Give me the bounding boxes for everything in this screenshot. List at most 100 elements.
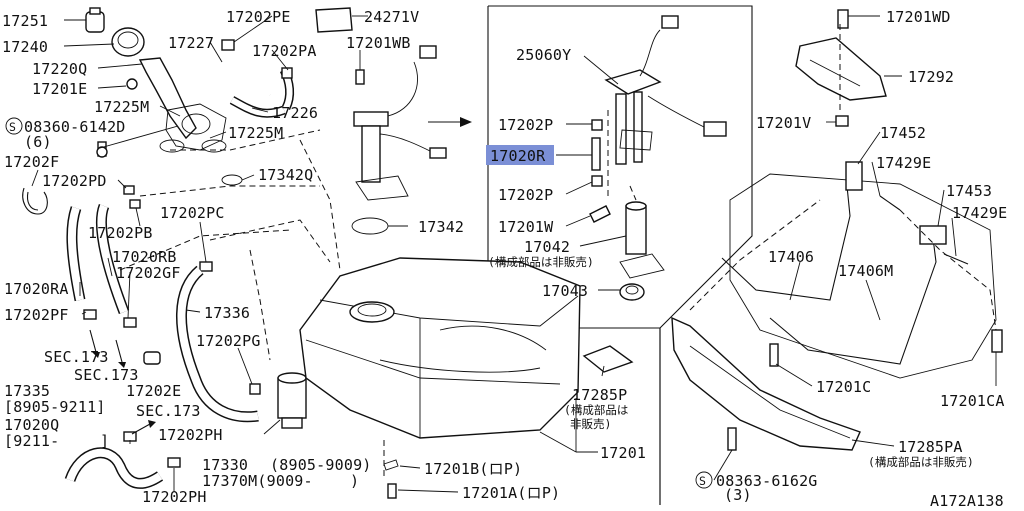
- label-17202P-b: 17202P: [498, 186, 553, 204]
- label-17226: 17226: [272, 104, 318, 122]
- label-17406M: 17406M: [838, 262, 893, 280]
- label-sec173-b: SEC.173: [74, 366, 139, 384]
- clamp-17202PD: [123, 185, 135, 195]
- label-17336: 17336: [204, 304, 250, 322]
- svg-text:S: S: [9, 120, 16, 134]
- highlight-17020R: [486, 145, 554, 165]
- label-17042-note: (構成部品は非販売): [488, 255, 594, 269]
- label-17370M: 17370M(9009-: [202, 472, 313, 490]
- tank-outline-right: [729, 173, 997, 379]
- label-17429E-b: 17429E: [952, 204, 1007, 222]
- label-17285P: 17285P: [572, 386, 627, 404]
- filler-cap-17251: [85, 7, 105, 33]
- bolt-17201C: [769, 343, 779, 367]
- hose-17336: [176, 265, 259, 423]
- protector-17292: [795, 37, 887, 101]
- label-08360-qty: (6): [24, 133, 52, 151]
- gasket-17342: [351, 217, 389, 235]
- label-17201C: 17201C: [816, 378, 871, 396]
- label-17225M-a: 17225M: [94, 98, 149, 116]
- bracket-17453: [919, 225, 947, 245]
- s-symbol-08363: S: [695, 471, 713, 489]
- label-17285P-note2: 非販売): [570, 417, 611, 431]
- bolt-17201A: [387, 483, 397, 499]
- label-17043: 17043: [542, 282, 588, 300]
- callout-labels: 17251 17240 17220Q 17201E 17225M 08360-6…: [2, 8, 1007, 510]
- label-17227: 17227: [168, 34, 214, 52]
- sender-unit-17201WB: [353, 45, 447, 201]
- clamp-17202PB: [129, 199, 141, 209]
- ring-17342Q: [221, 174, 243, 186]
- bolt-17201W: [589, 205, 611, 223]
- strap-17406M: [769, 229, 937, 365]
- label-17202PG: 17202PG: [196, 332, 261, 350]
- label-08363-qty: (3): [724, 486, 752, 504]
- screw-08360: [96, 141, 108, 158]
- label-17285P-note1: (構成部品は: [564, 403, 628, 417]
- hose-17020RA: [66, 206, 86, 302]
- label-9211-end: ]: [100, 432, 109, 450]
- clamp-17202F: [22, 187, 48, 215]
- label-17020Q: 17020Q: [4, 416, 59, 434]
- pad-17285P: [582, 345, 634, 373]
- label-17453: 17453: [946, 182, 992, 200]
- label-17042: 17042: [524, 238, 570, 256]
- label-08363: 08363-6162G: [716, 472, 818, 490]
- label-17201CA: 17201CA: [940, 392, 1005, 410]
- clip-17201E: [126, 78, 138, 90]
- filler-cap-17240: [111, 27, 145, 57]
- label-17201WD: 17201WD: [886, 8, 951, 26]
- label-17251: 17251: [2, 12, 48, 30]
- label-25060Y: 25060Y: [516, 46, 571, 64]
- clamp-17202PG: [249, 383, 261, 395]
- protector-17285PA: [671, 316, 861, 451]
- label-17452: 17452: [880, 124, 926, 142]
- label-17201V: 17201V: [756, 114, 811, 132]
- label-17202PC: 17202PC: [160, 204, 225, 222]
- hose-17227: [217, 48, 272, 98]
- label-08360: 08360-6142D: [24, 118, 126, 136]
- label-17406: 17406: [768, 248, 814, 266]
- label-17020R: 17020R: [490, 147, 546, 165]
- label-8905-9211: [8905-9211]: [4, 398, 106, 416]
- label-17202PH-b: 17202PH: [142, 488, 207, 506]
- nut-17201V: [835, 115, 849, 127]
- label-17202F: 17202F: [4, 153, 59, 171]
- tube-17020R: [591, 137, 601, 171]
- label-17342Q: 17342Q: [258, 166, 313, 184]
- label-17285PA-note: (構成部品は非販売): [868, 455, 974, 469]
- label-17202GF: 17202GF: [116, 264, 181, 282]
- label-17020RA: 17020RA: [4, 280, 69, 298]
- label-17285PA: 17285PA: [898, 438, 963, 456]
- label-17202PH-a: 17202PH: [158, 426, 223, 444]
- label-17201W: 17201W: [498, 218, 554, 236]
- label-sec173-c: SEC.173: [136, 402, 201, 420]
- filter-17043: [619, 283, 645, 301]
- label-17202E: 17202E: [126, 382, 181, 400]
- label-17201WB: 17201WB: [346, 34, 411, 52]
- right-dashes: [689, 24, 997, 331]
- clamp-17202PA: [281, 67, 293, 79]
- label-17342: 17342: [418, 218, 464, 236]
- label-17335: 17335: [4, 382, 50, 400]
- bolt-17201WD: [837, 9, 849, 29]
- hose-17020Q: [64, 447, 164, 489]
- label-17202PB: 17202PB: [88, 224, 153, 242]
- label-17020RB: 17020RB: [112, 248, 177, 266]
- label-17202PE: 17202PE: [226, 8, 291, 26]
- clamp-17202PC: [199, 261, 213, 272]
- label-17429E-a: 17429E: [876, 154, 931, 172]
- hose-17020RB: [96, 203, 130, 314]
- canister-17330: [277, 372, 307, 429]
- box-24271V: [315, 7, 353, 33]
- figure-code: A172A138: [930, 492, 1004, 510]
- clamp-17202P-a: [591, 119, 603, 131]
- label-17202PA: 17202PA: [252, 42, 317, 60]
- label-24271V: 24271V: [364, 8, 419, 26]
- label-17201E: 17201E: [32, 80, 87, 98]
- svg-text:S: S: [699, 474, 706, 488]
- label-sec173-a: SEC.173: [44, 348, 109, 366]
- clamp-17202P-b: [591, 175, 603, 187]
- label-17201: 17201: [600, 444, 646, 462]
